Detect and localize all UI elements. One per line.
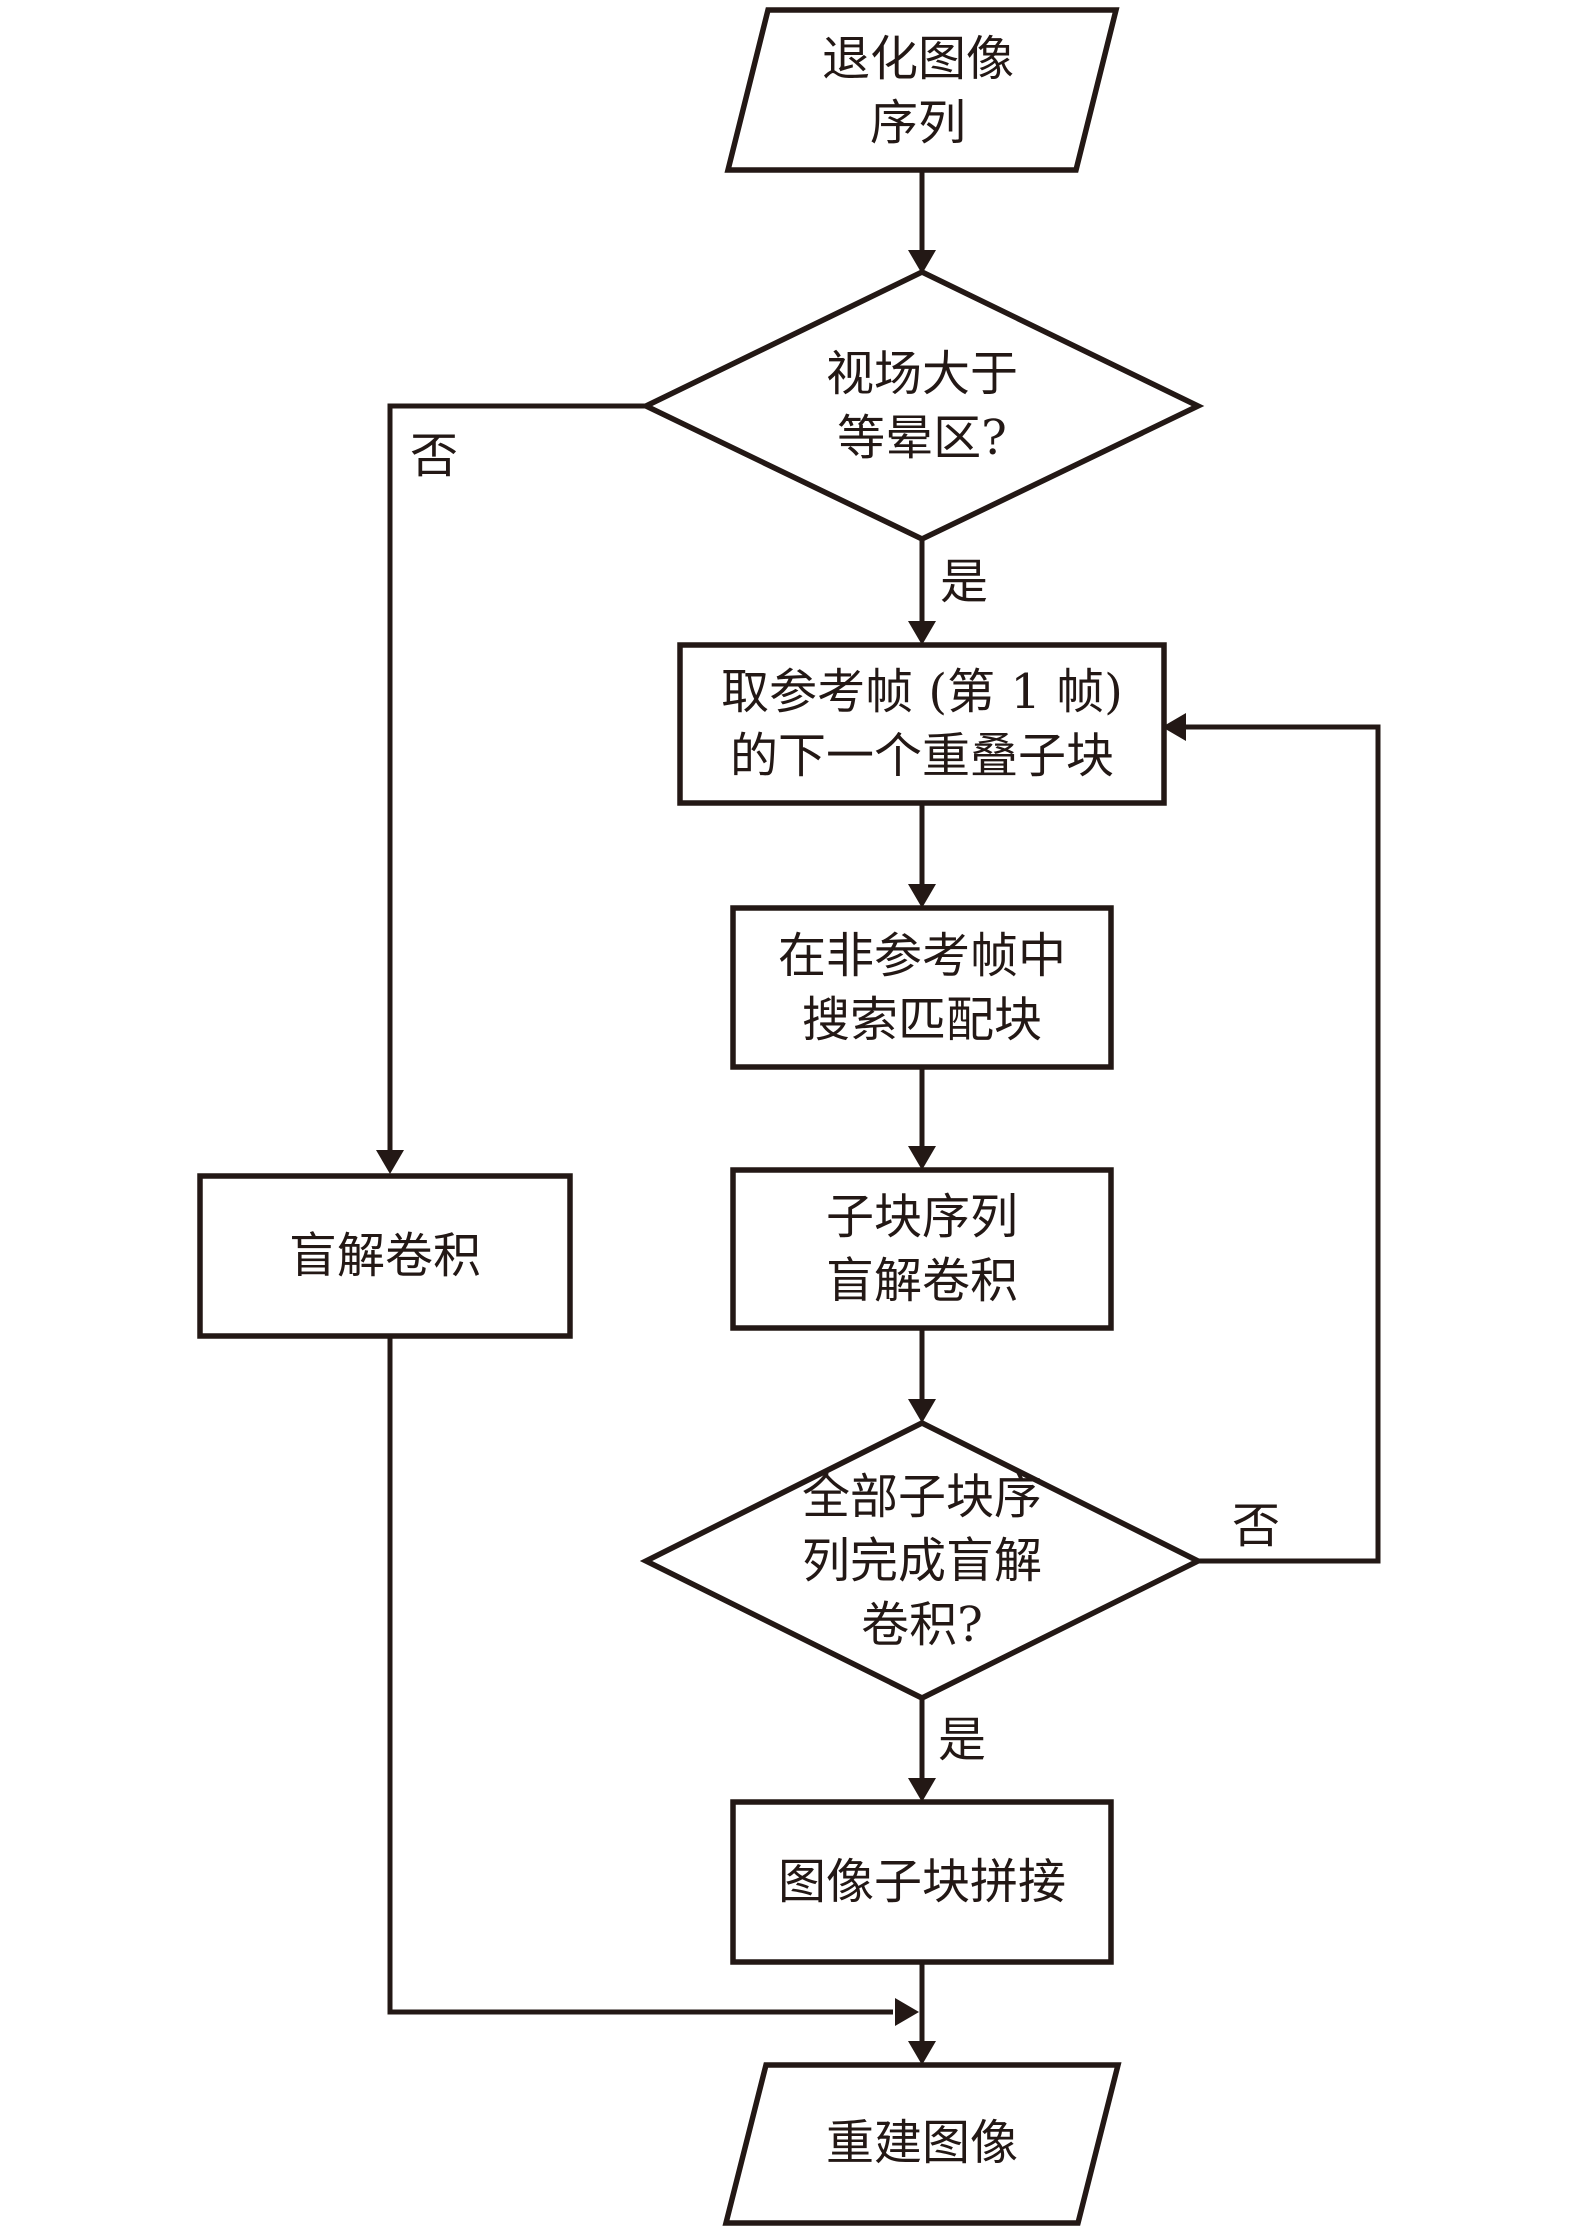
- decision-done-diamond: [639, 1419, 1205, 1702]
- subblock-deconv-label: 子块序列 盲解卷积: [825, 1189, 1018, 1309]
- start-parallelogram: [724, 7, 1120, 173]
- arrow-head-into-blind-deconv: [376, 1150, 404, 1174]
- blind-deconv-box: [197, 1173, 573, 1339]
- arrow-head-into-subblock-deconv: [908, 1146, 936, 1170]
- stitch-box: [730, 1799, 1114, 1965]
- take-subblock-label: 取参考帧 (第 1 帧) 的下一个重叠子块: [721, 664, 1123, 784]
- search-match-label: 在非参考帧中 搜索匹配块: [777, 927, 1066, 1048]
- arrow-head-into-end: [908, 2041, 936, 2065]
- decision-done-label: 全部子块序 列完成盲解 卷积?: [801, 1469, 1042, 1653]
- end-parallelogram: [722, 2062, 1122, 2226]
- arrow-head-into-stitch: [908, 1778, 936, 1802]
- start-node-label: 退化图像 序列: [821, 31, 1014, 151]
- arrow-head-into-decision-done: [908, 1399, 936, 1423]
- arrow-head-into-search: [908, 884, 936, 908]
- arrow-head-feedback-into-take: [1162, 713, 1186, 741]
- decision-fov-label: 视场大于 等晕区?: [825, 346, 1018, 466]
- subblock-deconv-box: [730, 1167, 1114, 1331]
- blind-deconv-label: 盲解卷积: [288, 1228, 481, 1284]
- end-node-label: 重建图像: [825, 2115, 1018, 2171]
- take-subblock-box: [677, 642, 1167, 806]
- arrow-head-into-take: [908, 621, 936, 645]
- yes-label-done: 是: [938, 1712, 987, 1768]
- arrow-head-merge-right: [895, 1998, 919, 2026]
- search-match-box: [730, 905, 1114, 1070]
- stitch-label: 图像子块拼接: [777, 1854, 1066, 1910]
- no-label-done: 否: [1232, 1498, 1281, 1554]
- no-label-fov: 否: [410, 428, 459, 484]
- decision-fov-diamond: [639, 268, 1205, 543]
- yes-label-fov: 是: [940, 554, 989, 610]
- edge-no-branch: [387, 403, 646, 1152]
- edge-merge-left: [387, 1336, 893, 2015]
- arrow-head-into-decision: [908, 250, 936, 274]
- edge-feedback-loop: [1186, 724, 1381, 1564]
